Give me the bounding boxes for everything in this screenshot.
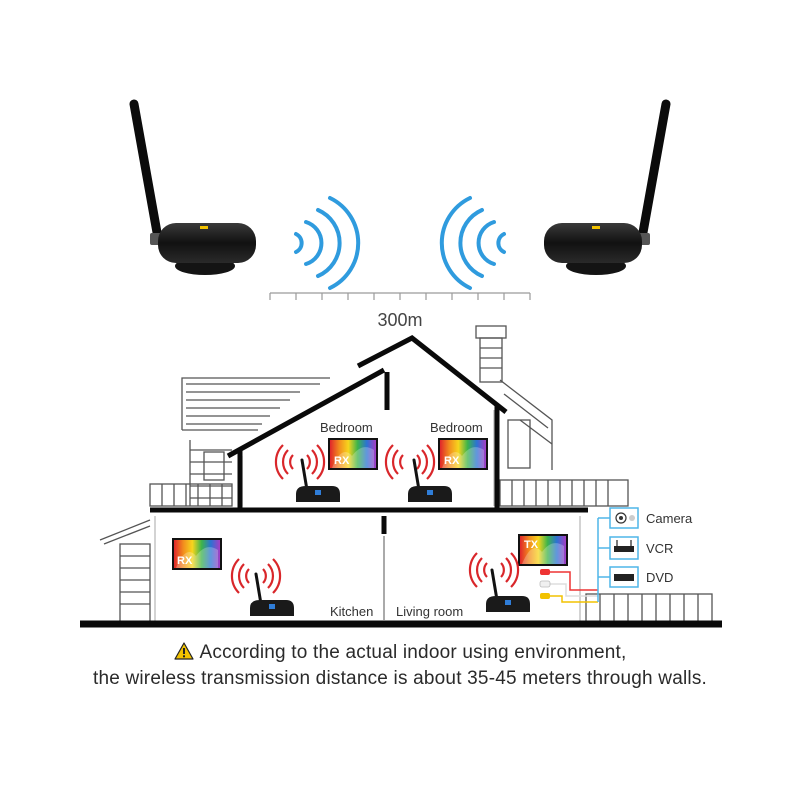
screen-label: RX bbox=[177, 555, 193, 567]
caption-text-2: the wireless transmission distance is ab… bbox=[92, 668, 708, 689]
av-cables bbox=[548, 518, 599, 603]
tv-screen-rx-kitchen: RX bbox=[172, 538, 222, 570]
tv-screen-tx-living-room: TX bbox=[518, 534, 568, 566]
warning-triangle-icon bbox=[173, 642, 194, 660]
source-camera bbox=[598, 507, 639, 529]
signal-waves-left bbox=[294, 196, 361, 290]
screen-label: TX bbox=[524, 539, 539, 551]
signal-waves-right bbox=[439, 196, 506, 290]
room-label-kitchen: Kitchen bbox=[330, 604, 373, 619]
av-plugs bbox=[539, 569, 551, 599]
house-structure bbox=[80, 335, 722, 628]
transmitter-device-left bbox=[129, 99, 256, 275]
distance-label: 300m bbox=[377, 310, 422, 330]
transmitter-mini-device bbox=[484, 568, 532, 614]
screen-label: RX bbox=[334, 455, 350, 467]
caption-line-2: the wireless transmission distance is ab… bbox=[0, 668, 800, 690]
caption-line-1: According to the actual indoor using env… bbox=[0, 642, 800, 664]
tv-screen-rx-bedroom-left: RX bbox=[328, 438, 378, 470]
room-label-living-room: Living room bbox=[396, 604, 463, 619]
tv-screen-rx-bedroom-right: RX bbox=[438, 438, 488, 470]
distance-ruler bbox=[269, 292, 531, 300]
red-signal-icon bbox=[384, 443, 436, 481]
screen-label: RX bbox=[444, 455, 460, 467]
receiver-device-right bbox=[544, 99, 671, 275]
room-label-bedroom-left: Bedroom bbox=[320, 420, 373, 435]
red-signal-icon bbox=[274, 443, 326, 481]
source-label-camera: Camera bbox=[646, 511, 693, 526]
source-dvd bbox=[598, 566, 639, 588]
source-label-vcr: VCR bbox=[646, 541, 673, 556]
room-label-bedroom-right: Bedroom bbox=[430, 420, 483, 435]
house-outline bbox=[99, 325, 713, 623]
source-vcr bbox=[598, 536, 639, 560]
source-label-dvd: DVD bbox=[646, 570, 673, 585]
caption-text-1: According to the actual indoor using env… bbox=[199, 642, 627, 663]
